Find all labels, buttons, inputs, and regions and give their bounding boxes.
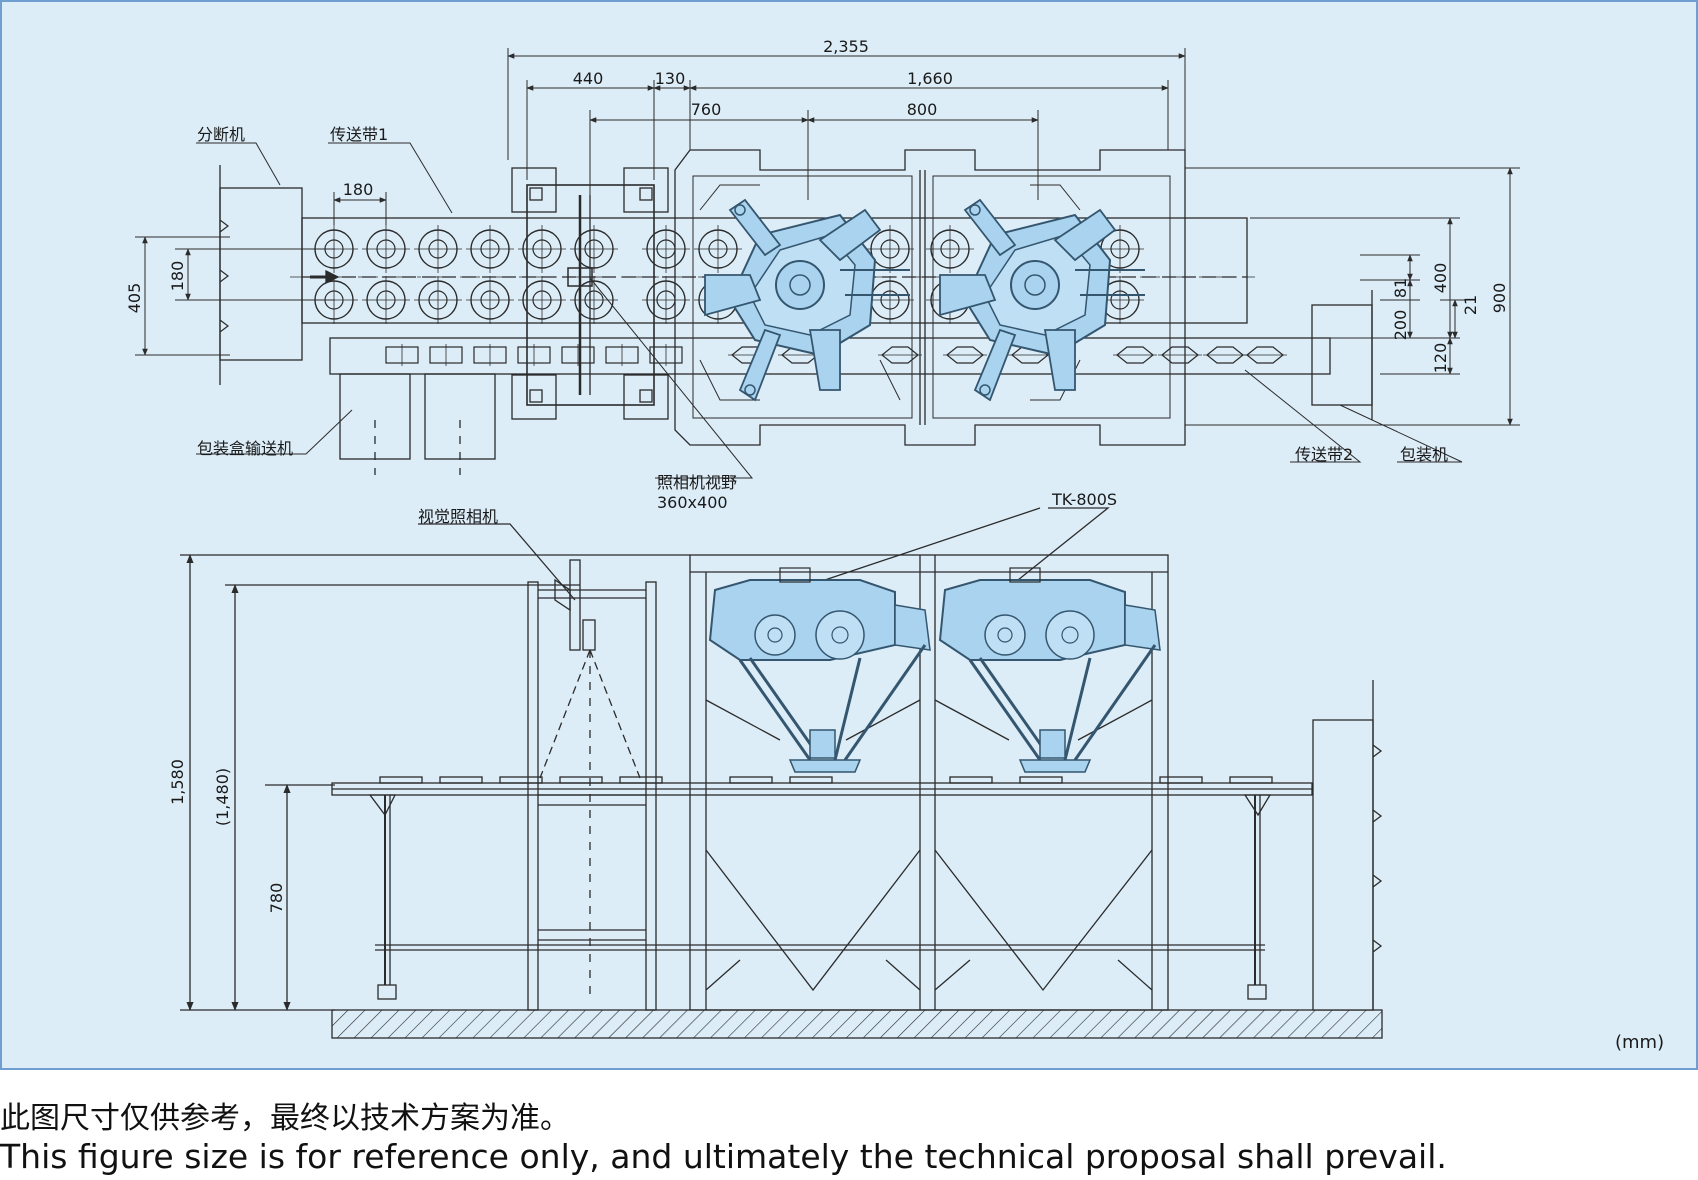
label-camera-field-size: 360x400 xyxy=(657,493,728,512)
dim-21: 21 xyxy=(1461,295,1480,315)
caption-chinese: 此图尺寸仅供参考，最终以技术方案为准。 xyxy=(0,1101,570,1136)
dim-405: 405 xyxy=(125,283,144,314)
dim-120: 120 xyxy=(1431,343,1450,374)
label-robot-model: TK-800S xyxy=(1051,490,1117,509)
dim-81: 81 xyxy=(1391,278,1410,298)
label-camera-field: 照相机视野 xyxy=(657,473,737,492)
label-box-conveyor: 包装盒输送机 xyxy=(197,439,293,458)
cutter-block xyxy=(219,187,303,361)
caption-english: This figure size is for reference only, … xyxy=(0,1137,1447,1176)
dim-130: 130 xyxy=(655,69,686,88)
dim-180-v: 180 xyxy=(168,261,187,292)
side-view xyxy=(180,507,1383,1039)
dim-overall: 2,355 xyxy=(823,37,869,56)
dim-400: 400 xyxy=(1431,263,1450,294)
dim-760: 760 xyxy=(691,100,722,119)
dim-800: 800 xyxy=(907,100,938,119)
unit-label: (mm) xyxy=(1615,1032,1664,1053)
label-packer: 包装机 xyxy=(1400,445,1448,464)
dim-1480: (1,480) xyxy=(213,768,232,826)
dim-1660: 1,660 xyxy=(907,69,953,88)
dim-1580: 1,580 xyxy=(168,759,187,805)
label-conveyor2: 传送带2 xyxy=(1295,445,1353,464)
dim-200: 200 xyxy=(1391,310,1410,341)
dim-780: 780 xyxy=(267,883,286,914)
dim-440: 440 xyxy=(573,69,604,88)
dim-900: 900 xyxy=(1490,283,1509,314)
label-cutter: 分断机 xyxy=(197,125,245,144)
ground-hatch xyxy=(331,1009,1383,1039)
label-vision-camera: 视觉照相机 xyxy=(418,507,498,526)
label-conveyor1: 传送带1 xyxy=(330,125,388,144)
dim-pitch-180: 180 xyxy=(343,180,374,199)
drawing-panel: 2,355 440 130 1,660 760 800 180 405 180 … xyxy=(0,0,1698,1070)
